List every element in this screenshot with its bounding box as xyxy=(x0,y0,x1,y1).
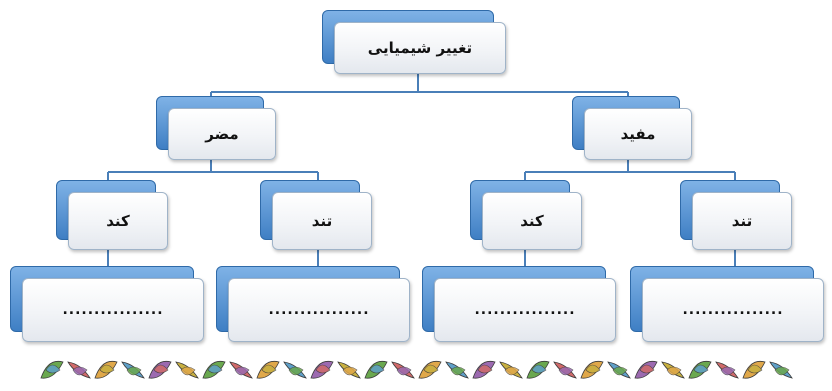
leaf-ornament xyxy=(175,361,199,379)
leaf-ornament xyxy=(121,361,145,379)
leaf-ornament xyxy=(283,361,307,379)
leaf-ornament xyxy=(337,361,361,379)
leaf-ornament xyxy=(661,361,685,379)
blank-box-2: ................ xyxy=(216,266,412,344)
leaf-ornament xyxy=(202,360,226,379)
blank-text-3: ................ xyxy=(434,278,616,342)
leaf-ornament xyxy=(418,360,442,379)
leaf-ornament xyxy=(688,360,712,379)
speed-label-fast-1: تند xyxy=(272,192,372,250)
category-label-useful: مفید xyxy=(584,108,692,160)
leaf-ornament xyxy=(472,360,496,379)
blank-box-3: ................ xyxy=(422,266,618,344)
leaf-ornament xyxy=(553,361,577,379)
blank-text-2: ................ xyxy=(228,278,410,342)
leaf-ornament xyxy=(526,360,550,379)
root-label: تغییر شیمیایی xyxy=(334,22,506,74)
leaf-ornament xyxy=(94,360,118,379)
blank-text-4: ................ xyxy=(642,278,824,342)
leaf-ornament xyxy=(391,361,415,379)
leaf-ornament xyxy=(256,360,280,379)
leaf-ornament xyxy=(229,361,253,379)
speed-label-slow-1: کند xyxy=(68,192,168,250)
category-node-harmful: مضر xyxy=(156,96,278,162)
leaf-ornament xyxy=(364,360,388,379)
leaf-ornament xyxy=(499,361,523,379)
speed-label-fast-2: تند xyxy=(692,192,792,250)
leaf-ornament xyxy=(445,361,469,379)
leaf-ornament xyxy=(715,361,739,379)
leaf-ornament xyxy=(67,361,91,379)
leaf-ornament xyxy=(607,361,631,379)
speed-node-slow-2: کند xyxy=(470,180,584,252)
leaf-ornament xyxy=(742,360,766,379)
category-node-useful: مفید xyxy=(572,96,694,162)
speed-node-fast-1: تند xyxy=(260,180,374,252)
blank-box-4: ................ xyxy=(630,266,826,344)
speed-label-slow-2: کند xyxy=(482,192,582,250)
leaf-ornament xyxy=(40,360,64,379)
leaf-ornament xyxy=(310,360,334,379)
leaf-border-decoration xyxy=(40,360,793,379)
leaf-ornament xyxy=(634,360,658,379)
leaf-ornament xyxy=(580,360,604,379)
speed-node-slow-1: کند xyxy=(56,180,170,252)
leaf-ornament xyxy=(148,360,172,379)
leaf-ornament xyxy=(769,361,793,379)
root-node: تغییر شیمیایی xyxy=(322,10,508,76)
blank-box-1: ................ xyxy=(10,266,206,344)
speed-node-fast-2: تند xyxy=(680,180,794,252)
category-label-harmful: مضر xyxy=(168,108,276,160)
blank-text-1: ................ xyxy=(22,278,204,342)
